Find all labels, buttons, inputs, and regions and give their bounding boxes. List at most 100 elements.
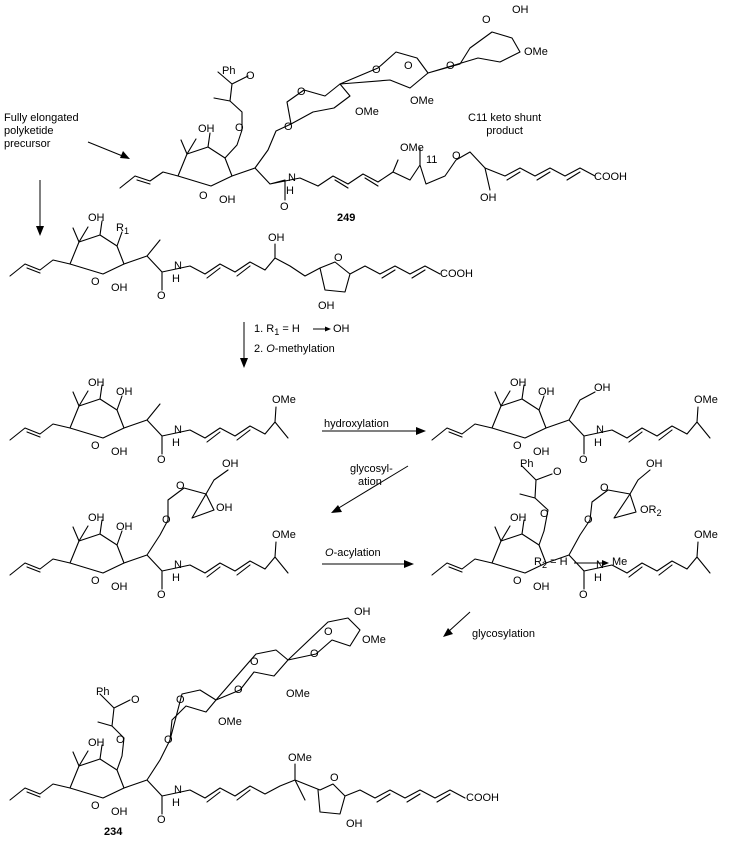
structure-glycosylated <box>9 469 289 590</box>
glycosylation-1-line2: ation <box>358 476 382 488</box>
bond-ester <box>97 693 131 757</box>
oh-label: OH <box>88 737 105 749</box>
arrow-head <box>331 505 342 513</box>
amide-n: N <box>596 559 604 571</box>
glycosylation-1-label: glycosyl- ation <box>350 463 393 489</box>
oh-label: OH <box>510 512 527 524</box>
amide-n: N <box>596 424 604 436</box>
shunt-caption-line1: C11 keto shunt <box>468 112 542 124</box>
step1-text: 1. R <box>254 323 275 335</box>
glycosylation-1-line1: glycosyl- <box>350 463 393 475</box>
oh-label: OH <box>111 282 128 294</box>
bond-polyene <box>317 147 596 187</box>
amide-h: H <box>286 185 294 197</box>
ring-sugar-c <box>287 617 361 661</box>
cooh-label: COOH <box>440 268 473 280</box>
bond-double <box>628 564 673 578</box>
r2-letter: R <box>534 556 542 568</box>
oh-label: OH <box>268 232 285 244</box>
arrow-head <box>602 560 609 566</box>
bond-polyene <box>545 519 711 590</box>
bond-chain <box>119 171 179 189</box>
glycosidic-o: O <box>584 514 593 526</box>
ome-label: OMe <box>694 529 718 541</box>
arrow-to-249 <box>87 141 126 158</box>
step1-sub: 1 <box>274 327 280 338</box>
oh-label: OH <box>216 502 233 514</box>
glycosidic-o: O <box>310 648 319 660</box>
amide-o: O <box>157 814 166 826</box>
ester-o: O <box>540 508 549 520</box>
bond-subst <box>180 129 243 159</box>
bond-double <box>206 429 251 443</box>
r1-letter: R <box>116 222 124 234</box>
ome-label: OMe <box>362 634 386 646</box>
ph-label: Ph <box>222 65 236 77</box>
glycosidic-o: O <box>372 64 381 76</box>
bond-chain <box>9 259 71 277</box>
glycosidic-o: O <box>234 684 243 696</box>
step2-ital: O <box>266 343 275 355</box>
ring-sugar-a <box>169 689 217 741</box>
precursor-line3: precursor <box>4 138 51 150</box>
bond-chain <box>9 423 71 441</box>
r2-rest: = H <box>547 556 568 568</box>
bond-subst <box>72 519 123 546</box>
bond-double <box>334 171 581 189</box>
sugar-o: O <box>404 60 413 72</box>
bond-double <box>206 564 251 578</box>
amide-h: H <box>172 437 180 449</box>
amide-o: O <box>579 589 588 601</box>
oh-label: OH <box>88 377 105 389</box>
r2-sub: 2 <box>541 560 548 571</box>
bond-polyene <box>545 391 711 455</box>
sugar-o: O <box>324 626 333 638</box>
thf-o: O <box>334 252 343 264</box>
step-2-label: 2. O-methylation <box>254 343 335 356</box>
sugar-o: O <box>176 694 185 706</box>
glycosidic-o: O <box>164 734 173 746</box>
structure-234 <box>9 617 466 815</box>
arrow-head <box>120 151 130 159</box>
amide-n: N <box>174 424 182 436</box>
oh-label: OH <box>533 446 550 458</box>
bond-double <box>136 179 151 185</box>
bond-subst <box>72 744 123 771</box>
bond-chain <box>431 423 493 441</box>
oh-label: OH <box>354 606 371 618</box>
bond-double <box>26 267 41 274</box>
arrow-head <box>443 628 453 637</box>
bond-double <box>26 566 41 573</box>
oh-label: OH <box>219 194 236 206</box>
oh-label: OH <box>111 806 128 818</box>
oh-label: OH <box>111 581 128 593</box>
r1-label: R1 <box>116 222 129 238</box>
step1-rest: = H <box>279 323 300 335</box>
bond-subst <box>72 384 123 411</box>
ring-sugar-c <box>427 31 521 74</box>
ring-o: O <box>91 575 100 587</box>
carbonyl-o: O <box>131 694 140 706</box>
amide-o: O <box>579 454 588 466</box>
amide-n: N <box>174 784 182 796</box>
glycosidic-o: O <box>446 60 455 72</box>
ring-sugar <box>589 469 651 521</box>
bond-chain <box>9 783 71 801</box>
reaction-arrows <box>36 141 609 637</box>
amide-h: H <box>172 572 180 584</box>
ester-o: O <box>116 734 125 746</box>
arrow-head <box>404 560 414 568</box>
amide-n: N <box>174 559 182 571</box>
cooh-label: COOH <box>594 171 627 183</box>
ring-o: O <box>513 575 522 587</box>
step2-rest: -methylation <box>274 343 335 355</box>
bond-double <box>448 566 463 573</box>
bond-subst <box>494 384 545 411</box>
oh-label: OH <box>533 581 550 593</box>
compound-number-234: 234 <box>104 826 123 838</box>
oh-label: OH <box>116 521 133 533</box>
oh-label: OH <box>318 300 335 312</box>
oh-label: OH <box>538 386 555 398</box>
ome-label: OMe <box>288 752 312 764</box>
amide-n: N <box>288 172 296 184</box>
